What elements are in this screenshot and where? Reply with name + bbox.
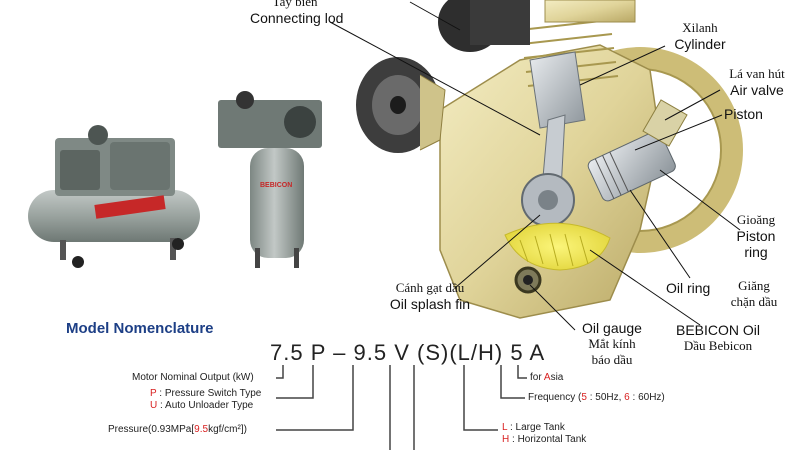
oil-ring-en: Oil ring bbox=[666, 280, 711, 296]
oil-gauge-vn1: Mắt kính bbox=[588, 336, 636, 351]
note-l-key: L bbox=[502, 422, 508, 433]
connecting-rod-label: Tay biên Connecting lod bbox=[250, 0, 344, 26]
note-l-text: : Large Tank bbox=[507, 422, 565, 433]
piston-ring-en1: Piston bbox=[736, 228, 776, 244]
bebicon-oil-vn: Dầu Bebicon bbox=[683, 338, 753, 353]
note-asia-c: sia bbox=[550, 372, 564, 383]
oil-gauge-label: Oil gauge Mắt kính báo dầu bbox=[568, 320, 656, 368]
note-h-text: : Horizontal Tank bbox=[509, 434, 587, 445]
oil-gauge-vn2: báo dầu bbox=[591, 352, 633, 367]
note-pressure-c: kgf/cm²]) bbox=[208, 424, 247, 435]
note-frequency: Frequency (5 : 50Hz, 6 : 60Hz) bbox=[528, 392, 665, 403]
note-pressure-a: Pressure(0.93MPa[ bbox=[108, 424, 195, 435]
note-freq-d: 6 bbox=[624, 392, 630, 403]
splash-fin-en: Oil splash fin bbox=[389, 296, 471, 312]
splash-fin-vn: Cánh gạt dầu bbox=[395, 280, 465, 295]
nomenclature-brackets bbox=[276, 365, 527, 450]
note-motor: Motor Nominal Output (kW) bbox=[132, 372, 254, 383]
air-valve-label: Lá van hút Air valve bbox=[712, 66, 800, 98]
note-switch-type: P : Pressure Switch Type U : Auto Unload… bbox=[150, 388, 261, 412]
code-v: V bbox=[394, 340, 410, 365]
piston-label: Piston bbox=[724, 106, 763, 122]
code-freq: 5 bbox=[510, 340, 524, 365]
connecting-rod-en: Connecting lod bbox=[250, 10, 344, 26]
note-freq-b: 5 bbox=[581, 392, 587, 403]
bebicon-oil-label: BEBICON Oil Dầu Bebicon bbox=[668, 322, 768, 354]
code-region: A bbox=[529, 340, 546, 365]
code-p: P bbox=[310, 340, 326, 365]
note-asia-a: for bbox=[530, 372, 544, 383]
air-valve-en: Air valve bbox=[730, 82, 784, 98]
vertical-compressor-image bbox=[218, 91, 322, 268]
horizontal-compressor-image bbox=[28, 125, 200, 268]
connecting-rod-vn: Tay biên bbox=[272, 0, 318, 9]
note-pressure-b: 9.5 bbox=[194, 424, 209, 435]
model-code: 7.5 P – 9.5 V (S)(L/H) 5 A bbox=[270, 340, 545, 366]
note-p-text: : Pressure Switch Type bbox=[156, 388, 262, 399]
oil-ring-vn-label: Giăng chặn dầu bbox=[712, 278, 796, 310]
cylinder-vn: Xilanh bbox=[682, 20, 718, 35]
code-s: (S) bbox=[417, 340, 450, 365]
note-asia-b: A bbox=[543, 372, 551, 383]
note-pressure: Pressure(0.93MPa[9.5kgf/cm²]) bbox=[108, 424, 247, 435]
cylinder-en: Cylinder bbox=[674, 36, 726, 52]
note-u-key: U bbox=[150, 400, 158, 411]
code-lh: (L/H) bbox=[449, 340, 504, 365]
note-h-key: H bbox=[502, 434, 510, 445]
oil-ring-vn2: chặn dầu bbox=[730, 294, 778, 309]
leader-lines bbox=[329, 1, 741, 331]
code-pressure: 9.5 bbox=[353, 340, 388, 365]
piston-ring-vn: Gioăng bbox=[736, 212, 776, 227]
note-tank: L : Large Tank H : Horizontal Tank bbox=[502, 422, 586, 446]
code-dash: – bbox=[333, 340, 347, 365]
pump-cutaway-image bbox=[356, 0, 743, 319]
oil-ring-vn1: Giăng bbox=[738, 278, 770, 293]
note-freq-c: : 50Hz, bbox=[586, 392, 625, 403]
code-power: 7.5 bbox=[270, 340, 304, 365]
piston-ring-en2: ring bbox=[744, 244, 768, 260]
cylinder-label: Xilanh Cylinder bbox=[660, 20, 740, 52]
note-freq-a: Frequency ( bbox=[528, 392, 582, 403]
bebicon-oil-en: BEBICON Oil bbox=[675, 322, 760, 338]
note-u-text: : Auto Unloader Type bbox=[157, 400, 254, 411]
tank-brand-mark: BEBICON bbox=[260, 182, 293, 189]
oil-gauge-en: Oil gauge bbox=[582, 320, 642, 336]
note-asia: for Asia bbox=[530, 372, 563, 383]
nomenclature-title: Model Nomenclature bbox=[66, 320, 214, 337]
note-freq-e: : 60Hz) bbox=[629, 392, 665, 403]
air-valve-vn: Lá van hút bbox=[729, 66, 785, 81]
note-p-key: P bbox=[150, 388, 157, 399]
piston-ring-label: Gioăng Piston ring bbox=[720, 212, 792, 260]
splash-fin-label: Cánh gạt dầu Oil splash fin bbox=[372, 280, 488, 312]
